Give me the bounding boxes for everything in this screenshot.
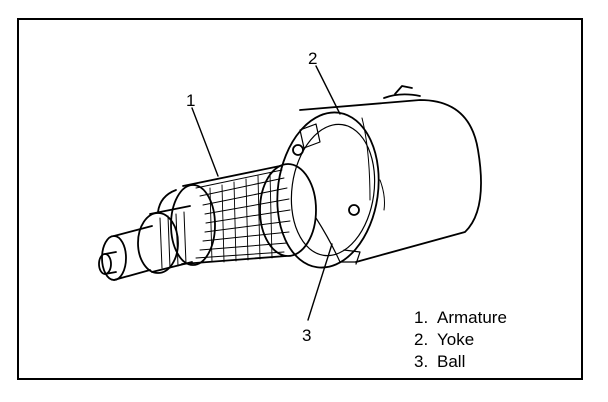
armature-core	[157, 163, 317, 266]
leader-yoke	[315, 65, 341, 115]
callout-armature: 1	[186, 91, 196, 110]
armature-shaft	[98, 225, 153, 281]
callout-yoke: 2	[308, 49, 318, 68]
legend-label: Armature	[437, 308, 507, 327]
legend-number: 2.	[414, 330, 429, 349]
leader-ball	[307, 243, 333, 321]
yoke-housing	[276, 85, 482, 269]
diagram-frame	[17, 18, 583, 380]
legend-label: Ball	[437, 352, 466, 371]
legend-number: 1.	[414, 308, 429, 327]
legend-label: Yoke	[437, 330, 475, 349]
leader-armature	[191, 107, 219, 177]
legend-item-ball: 3. Ball	[414, 352, 507, 374]
legend-number: 3.	[414, 352, 429, 371]
legend: 1. Armature 2. Yoke 3. Ball	[414, 308, 507, 374]
armature-commutator	[137, 205, 193, 274]
callout-ball: 3	[302, 326, 312, 345]
legend-item-armature: 1. Armature	[414, 308, 507, 330]
legend-item-yoke: 2. Yoke	[414, 330, 507, 352]
